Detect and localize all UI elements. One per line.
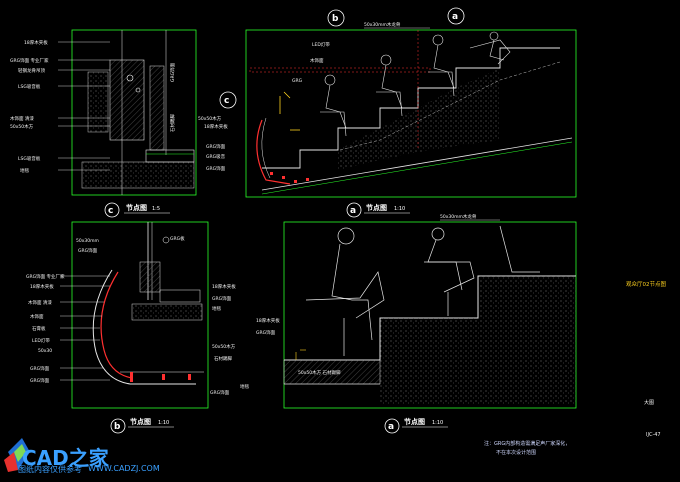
svg-text:18厚木夹板: 18厚木夹板 (30, 283, 54, 290)
svg-text:a: a (452, 12, 458, 22)
svg-text:节点图: 节点图 (130, 417, 151, 426)
detail-b-title: b 节点图 1:10 (110, 417, 174, 434)
svg-text:50x30mm木龙骨: 50x30mm木龙骨 (364, 21, 401, 28)
svg-text:地毯: 地毯 (20, 167, 29, 174)
svg-text:c: c (108, 206, 113, 216)
svg-text:节点图: 节点图 (126, 203, 147, 212)
svg-text:18厚木夹板: 18厚木夹板 (256, 317, 280, 324)
svg-text:a: a (350, 206, 356, 216)
svg-text:c: c (224, 96, 229, 106)
svg-text:石材踢脚: 石材踢脚 (214, 355, 232, 362)
svg-text:轻钢龙骨吊顶: 轻钢龙骨吊顶 (18, 67, 45, 74)
brand-url: WWW.CADZJ.COM (88, 464, 160, 473)
svg-text:18厚木夹板: 18厚木夹板 (24, 39, 48, 46)
svg-text:石膏板: 石膏板 (32, 325, 46, 332)
svg-text:1:10: 1:10 (432, 420, 443, 426)
detail-a-title: a 节点图 1:10 (346, 202, 410, 218)
svg-text:地毯: 地毯 (212, 305, 221, 312)
svg-text:木饰面: 木饰面 (30, 313, 44, 320)
svg-text:b: b (114, 422, 121, 432)
svg-text:50x50木方: 50x50木方 (212, 343, 236, 350)
svg-text:LED灯带: LED灯带 (32, 337, 50, 344)
svg-text:50x50木方: 50x50木方 (198, 115, 222, 122)
svg-text:注：GRG内部构造需满足声厂家深化，: 注：GRG内部构造需满足声厂家深化， (484, 440, 570, 447)
brand-logo-icon (4, 438, 30, 472)
svg-text:GRG饰面: GRG饰面 (256, 329, 276, 336)
brand-watermark: CAD之家 图纸内容仅供参考 WWW.CADZJ.COM (18, 442, 160, 474)
svg-text:LED灯带: LED灯带 (312, 41, 330, 48)
svg-text:观众厅02节点图: 观众厅02节点图 (626, 280, 666, 288)
svg-text:节点图: 节点图 (366, 203, 387, 212)
svg-text:木饰面 清漆: 木饰面 清漆 (10, 115, 34, 122)
detail-b-bottom-left: 50x30mm GRG饰面 GRG饰面 专业厂家 18厚木夹板 木饰面 清漆 木… (26, 221, 236, 409)
svg-text:1:10: 1:10 (158, 420, 169, 426)
svg-text:地毯: 地毯 (240, 383, 249, 390)
svg-text:LSG吸音板: LSG吸音板 (18, 83, 41, 90)
svg-text:GRG饰面 专业厂家: GRG饰面 专业厂家 (26, 273, 65, 280)
svg-text:GRG板: GRG板 (170, 235, 185, 242)
svg-text:GRG饰面: GRG饰面 (206, 143, 226, 150)
svg-text:GRG饰面: GRG饰面 (206, 165, 226, 172)
svg-text:GRG饰面: GRG饰面 (30, 365, 50, 372)
svg-text:50x50木方: 50x50木方 (10, 123, 34, 130)
brand-name: CAD之家 (22, 446, 109, 470)
svg-text:GRG饰面: GRG饰面 (78, 247, 98, 254)
svg-text:GRG饰面: GRG饰面 (212, 295, 232, 302)
svg-text:大图: 大图 (644, 399, 654, 406)
sheet-info: 观众厅02节点图 大图 IJC-47 (626, 280, 666, 438)
svg-text:GRG饰面: GRG饰面 (210, 389, 230, 396)
svg-text:50x30: 50x30 (38, 348, 52, 354)
svg-text:LSG吸音板: LSG吸音板 (18, 155, 41, 162)
svg-text:GRG饰面: GRG饰面 (169, 62, 176, 82)
svg-text:50x30mm: 50x30mm (76, 238, 99, 244)
svg-text:木饰面 清漆: 木饰面 清漆 (28, 299, 52, 306)
svg-text:1:10: 1:10 (394, 206, 405, 212)
svg-text:a: a (388, 422, 394, 432)
svg-text:GRG饰面 专业厂家: GRG饰面 专业厂家 (10, 57, 49, 64)
svg-text:IJC-47: IJC-47 (646, 432, 661, 438)
svg-text:50x50木方 石材踢脚: 50x50木方 石材踢脚 (298, 369, 341, 376)
svg-text:石材踢脚: 石材踢脚 (169, 114, 176, 132)
svg-text:不在本次设计范围: 不在本次设计范围 (496, 449, 536, 456)
svg-text:GRG饰面: GRG饰面 (30, 377, 50, 384)
svg-text:b: b (332, 14, 339, 24)
svg-text:18厚木夹板: 18厚木夹板 (204, 123, 228, 130)
svg-text:节点图: 节点图 (404, 417, 425, 426)
svg-text:木饰面: 木饰面 (310, 57, 324, 64)
detail-a-top-right: 50x30mm木龙骨 b a c 50x50木方 18厚木夹板 GRG饰面 GR… (198, 7, 577, 198)
svg-text:GRG吸音: GRG吸音 (206, 153, 226, 160)
detail-a-bottom-right: 50x30mm木龙骨 18厚木夹板 GRG饰面 地毯 50x50木方 石材踢脚 (240, 213, 577, 409)
svg-text:GRG: GRG (292, 78, 303, 84)
svg-text:50x30mm木龙骨: 50x30mm木龙骨 (440, 213, 477, 220)
svg-text:18厚木夹板: 18厚木夹板 (212, 283, 236, 290)
drawing-note: 注：GRG内部构造需满足声厂家深化， 不在本次设计范围 (484, 440, 570, 456)
brand-left-text: 图纸内容仅供参考 (18, 465, 82, 474)
detail-c-top-left: 18厚木夹板 GRG饰面 专业厂家 轻钢龙骨吊顶 LSG吸音板 木饰面 清漆 5… (10, 29, 197, 196)
svg-text:1:5: 1:5 (152, 206, 160, 212)
detail-a2-title: a 节点图 1:10 (384, 417, 448, 434)
detail-c-title: c 节点图 1:5 (104, 202, 170, 218)
